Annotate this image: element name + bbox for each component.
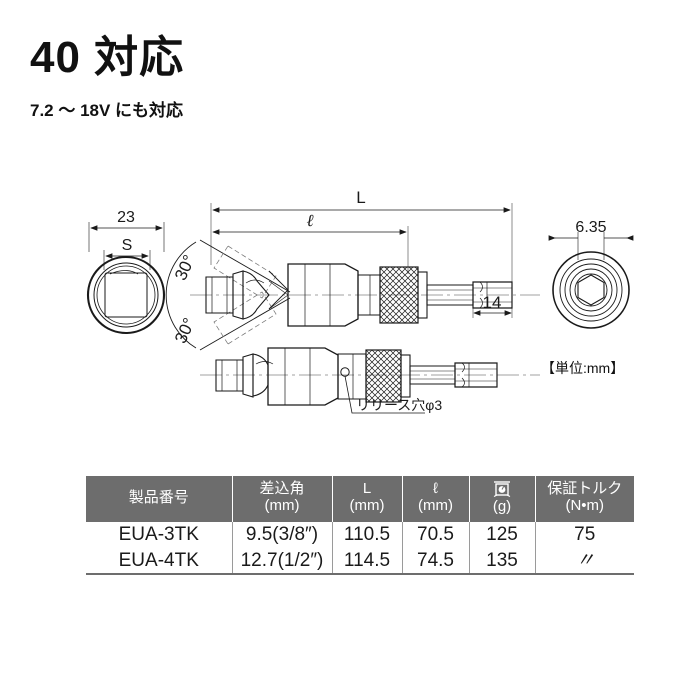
column-header-weight-unit: (g) bbox=[492, 498, 512, 515]
lower-tool-view: リリース穴φ3 bbox=[200, 347, 540, 414]
cell-length-l: 70.5 bbox=[402, 520, 470, 548]
column-header-torque-unit: (N•m) bbox=[565, 496, 605, 514]
table-row: EUA-4TK 12.7(1/2″) 114.5 74.5 135 〃 bbox=[86, 547, 634, 576]
main-dimension-lines: L ℓ 14 bbox=[210, 188, 513, 318]
column-header-drive-label: 差込角 bbox=[259, 480, 305, 498]
column-header-length-L-unit: (mm) bbox=[349, 496, 385, 514]
svg-text:23: 23 bbox=[117, 209, 135, 226]
dimension-14: 14 bbox=[483, 293, 502, 312]
cell-weight: 135 bbox=[469, 547, 536, 576]
cell-model: EUA-4TK bbox=[86, 547, 233, 576]
release-hole-label: リリース穴φ3 bbox=[356, 397, 442, 413]
column-header-length-l-unit: (mm) bbox=[418, 496, 453, 514]
column-header-drive-unit: (mm) bbox=[264, 496, 300, 514]
hex-end-view: 6.35 bbox=[548, 219, 634, 329]
cell-model: EUA-3TK bbox=[86, 520, 233, 548]
column-header-torque-label: 保証トルク bbox=[547, 480, 623, 498]
cell-weight: 125 bbox=[469, 520, 536, 548]
column-header-length-L-label: L bbox=[362, 480, 372, 498]
page-title: 40 対応 bbox=[30, 33, 185, 82]
cell-torque: 〃 bbox=[535, 547, 634, 576]
cell-length-l: 74.5 bbox=[402, 547, 470, 576]
dimension-635: 6.35 bbox=[575, 219, 606, 236]
page-subtitle: 7.2 〜 18V にも対応 bbox=[30, 101, 184, 120]
cell-drive: 9.5(3/8″) bbox=[232, 520, 333, 548]
column-header-model: 製品番号 bbox=[86, 476, 233, 522]
dimension-L: L bbox=[356, 188, 365, 207]
socket-end-view: 23 S bbox=[86, 209, 166, 335]
drawing-canvas: 23 S L bbox=[86, 188, 634, 414]
column-header-drive: 差込角 (mm) bbox=[232, 476, 333, 522]
table-header-row: 製品番号 差込角 (mm) L (mm) ℓ (mm) bbox=[86, 476, 634, 522]
column-header-weight: (g) bbox=[469, 476, 536, 522]
cell-length-L: 110.5 bbox=[332, 520, 403, 548]
angle-bottom: 30° bbox=[171, 315, 199, 346]
weight-scale-icon bbox=[493, 481, 511, 498]
dimension-l: ℓ bbox=[306, 211, 313, 230]
specification-table: 製品番号 差込角 (mm) L (mm) ℓ (mm) bbox=[86, 476, 634, 576]
column-header-torque: 保証トルク (N•m) bbox=[535, 476, 634, 522]
column-header-length-L: L (mm) bbox=[332, 476, 403, 522]
column-header-model-label: 製品番号 bbox=[128, 488, 189, 506]
cell-torque: 75 bbox=[535, 520, 634, 548]
column-header-length-l: ℓ (mm) bbox=[402, 476, 470, 522]
angle-top: 30° bbox=[171, 252, 199, 283]
technical-drawing: 23 S L bbox=[0, 170, 700, 450]
svg-text:S: S bbox=[122, 237, 133, 254]
cell-drive: 12.7(1/2″) bbox=[232, 547, 333, 576]
column-header-length-l-label: ℓ bbox=[433, 480, 438, 498]
cell-length-L: 114.5 bbox=[332, 547, 403, 576]
unit-note: 【単位:mm】 bbox=[541, 360, 625, 376]
table-row: EUA-3TK 9.5(3/8″) 110.5 70.5 125 75 bbox=[86, 520, 634, 548]
